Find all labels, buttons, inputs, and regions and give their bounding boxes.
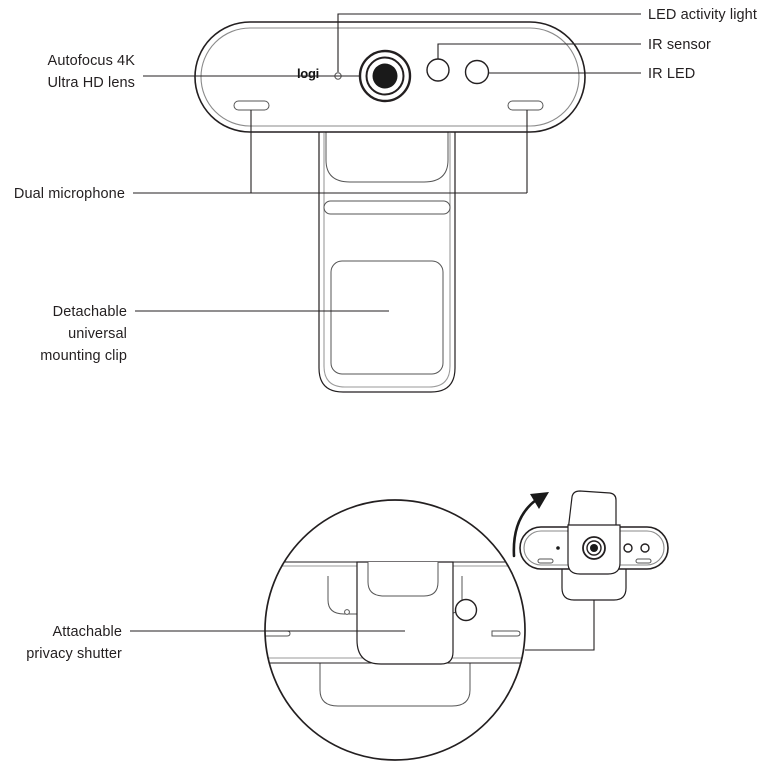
callout-privacy-shutter-line2: privacy shutter: [26, 646, 122, 662]
microphone-slot-right: [507, 100, 544, 111]
rotation-arrow-icon: [512, 492, 549, 558]
detail-clip-lower: [319, 663, 471, 707]
callout-led-activity-light: LED activity light: [648, 7, 757, 23]
callout-mounting-clip-line3: mounting clip: [40, 348, 127, 364]
callout-ir-led: IR LED: [648, 66, 695, 82]
callout-privacy-shutter-line1: Attachable: [52, 624, 122, 640]
leader-led-activity-light: [337, 13, 641, 72]
magnifier-circle: [264, 499, 526, 761]
callout-dual-microphone: Dual microphone: [14, 186, 125, 202]
webcam-shutter-flip-inset: [519, 490, 669, 601]
callout-ir-sensor: IR sensor: [648, 37, 711, 53]
leader-lines-top: [133, 13, 641, 312]
callout-labels-top: LED activity light IR sensor IR LED Auto…: [14, 7, 757, 364]
logi-logo: logi: [297, 66, 319, 81]
leader-inset-to-detail: [525, 600, 595, 651]
mounting-clip-shape: [318, 127, 456, 393]
privacy-shutter-piece: [356, 561, 454, 665]
ir-led-circle: [464, 59, 490, 85]
callout-autofocus-lens-line1: Autofocus 4K: [48, 53, 136, 69]
callout-mounting-clip-line1: Detachable: [53, 304, 127, 320]
ir-sensor-circle: [426, 58, 450, 82]
camera-lens: [358, 49, 412, 103]
microphone-slot-left: [233, 100, 270, 111]
callout-autofocus-lens-line2: Ultra HD lens: [47, 75, 135, 91]
privacy-shutter-detail: [264, 499, 526, 761]
webcam-front-view: logi: [194, 21, 586, 393]
leader-ir-sensor: [437, 43, 641, 59]
callout-mounting-clip-line2: universal: [68, 326, 127, 342]
